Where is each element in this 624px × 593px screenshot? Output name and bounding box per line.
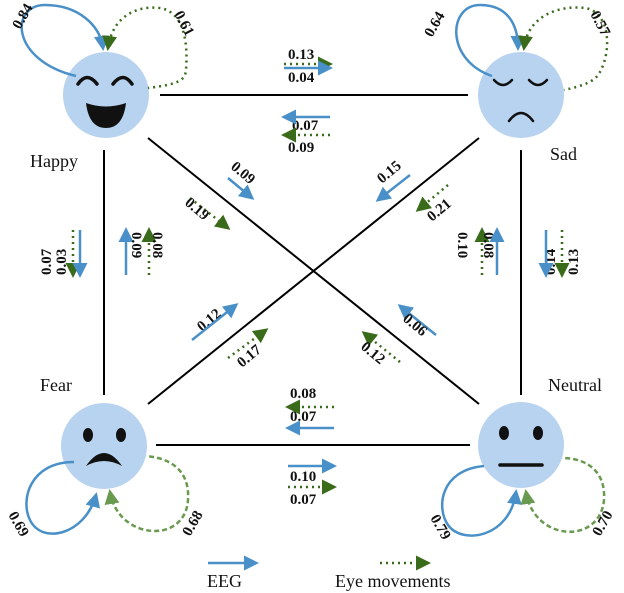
self-loop-label-fear-eye: 0.68 — [180, 508, 207, 539]
self-loop-label-neutral-eye: 0.70 — [590, 508, 617, 539]
self-loop-label-happy-eeg: 0.84 — [10, 1, 37, 32]
label-happy-to-neutral-eye: 0.19 — [181, 195, 211, 224]
label-happy-to-fear-eye: 0.03 — [54, 249, 70, 275]
self-loop-sad-eye — [518, 6, 609, 92]
sad-face-icon — [478, 52, 564, 138]
label-neutral-to-happy-eye: 0.12 — [357, 339, 387, 368]
arrow-sad-to-fear-eeg — [375, 174, 411, 202]
label-fear-to-neutral-eye: 0.07 — [290, 492, 317, 508]
label-fear-to-happy-eye: 0.08 — [149, 232, 165, 258]
self-loop-label-neutral-eeg: 0.79 — [427, 512, 454, 543]
label-happy-to-sad-eeg: 0.04 — [288, 70, 315, 86]
arrow-neutral-to-happy-eye — [361, 331, 401, 363]
state-label-neutral: Neutral — [548, 375, 602, 395]
self-loop-neutral-eye — [520, 456, 606, 533]
legend-eye-label: Eye movements — [335, 571, 450, 591]
label-sad-to-neutral-eye: 0.13 — [566, 249, 582, 275]
label-neutral-to-sad-eye: 0.08 — [480, 232, 496, 258]
self-loop-fear-eye — [104, 454, 190, 533]
label-neutral-to-fear-eeg: 0.07 — [290, 409, 317, 425]
arrow-neutral-to-happy-eeg — [397, 304, 437, 336]
self-loop-label-sad-eye: 0.57 — [586, 8, 613, 39]
state-label-sad: Sad — [550, 144, 577, 164]
label-neutral-to-fear-eye: 0.08 — [290, 386, 316, 402]
self-loop-fear-eeg — [25, 460, 101, 535]
label-happy-to-fear-eeg: 0.07 — [39, 248, 55, 275]
label-fear-to-sad-eeg: 0.12 — [194, 306, 224, 335]
arrow-sad-to-fear-eye — [415, 184, 449, 212]
self-loop-sad-eeg — [455, 3, 526, 78]
legend-eeg-label: EEG — [207, 571, 242, 591]
edge-sad-fear — [147, 137, 480, 405]
arrow-happy-to-neutral-eeg — [227, 177, 255, 200]
label-happy-to-neutral-eeg: 0.09 — [227, 159, 257, 188]
self-loop-happy-eeg — [20, 3, 109, 78]
label-fear-to-sad-eye: 0.17 — [234, 342, 265, 371]
neutral-face-icon — [478, 402, 564, 488]
arrow-fear-to-sad-eeg — [191, 303, 239, 341]
label-happy-to-sad-eye: 0.13 — [288, 47, 314, 63]
state-label-happy: Happy — [30, 151, 78, 171]
label-neutral-to-happy-eeg: 0.06 — [399, 311, 430, 340]
label-neutral-to-sad-eeg: 0.10 — [454, 232, 470, 258]
label-sad-to-happy-eye: 0.09 — [288, 140, 314, 156]
label-fear-to-happy-eeg: 0.09 — [128, 232, 144, 258]
label-sad-to-happy-eeg: 0.07 — [292, 118, 319, 134]
fear-face-icon — [61, 403, 147, 489]
happy-face-icon — [63, 52, 149, 138]
arrow-fear-to-sad-eye — [227, 328, 269, 360]
self-loop-label-sad-eeg: 0.64 — [422, 9, 449, 40]
state-label-fear: Fear — [40, 375, 72, 395]
legend: EEG Eye movements — [207, 555, 450, 591]
label-fear-to-neutral-eeg: 0.10 — [290, 469, 316, 485]
self-loop-neutral-eeg — [440, 464, 522, 537]
arrow-happy-to-neutral-eye — [189, 197, 231, 230]
self-loop-label-happy-eye: 0.61 — [170, 8, 196, 39]
